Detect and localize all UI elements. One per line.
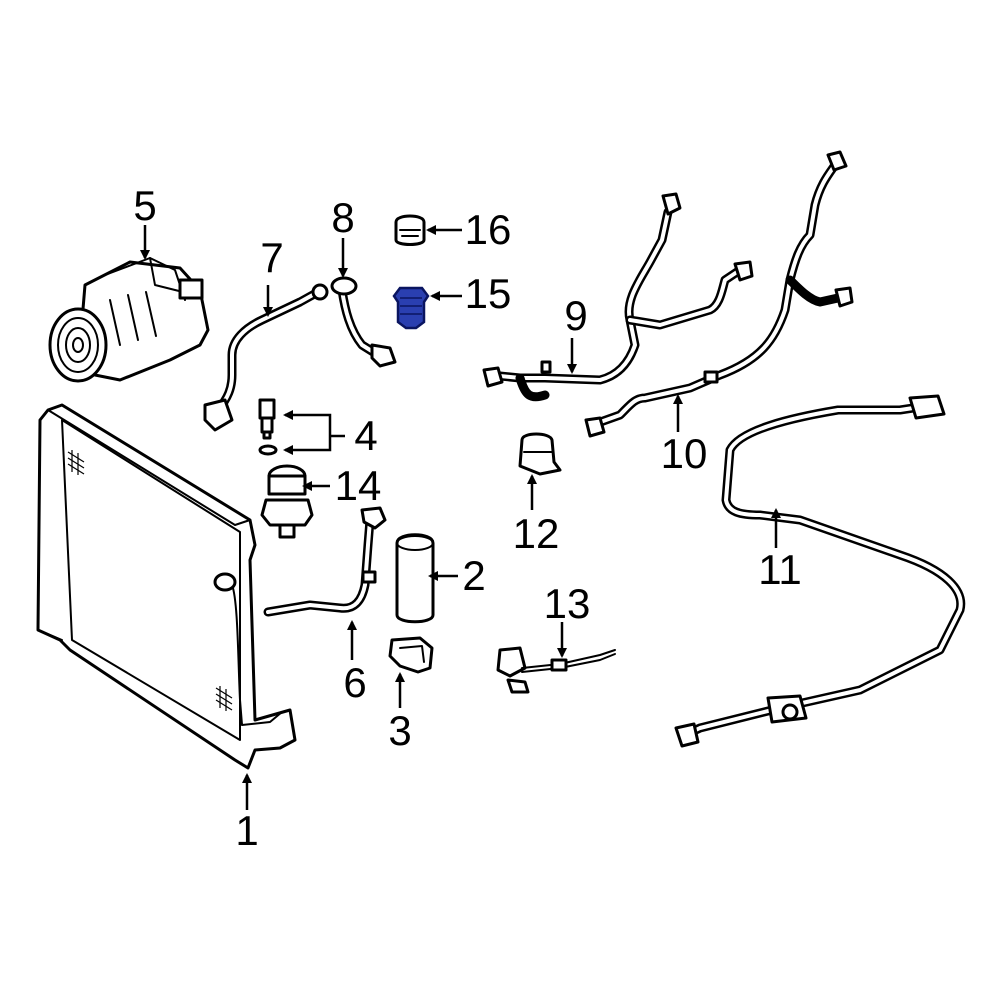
- part-bracket-3[interactable]: [388, 636, 434, 674]
- callout-8: 8: [331, 194, 354, 241]
- callout-11: 11: [758, 546, 802, 593]
- callout-13: 13: [544, 580, 591, 627]
- part-hose-11[interactable]: [674, 394, 966, 748]
- callout-3: 3: [388, 707, 411, 754]
- callout-16: 16: [465, 206, 512, 253]
- callout-10: 10: [661, 430, 708, 477]
- callout-15: 15: [465, 270, 512, 317]
- condenser-mesh-top: [67, 450, 85, 475]
- callout-6: 6: [343, 659, 366, 706]
- callout-7: 7: [260, 234, 283, 281]
- callout-1: 1: [235, 807, 258, 854]
- part-hose-6[interactable]: [263, 506, 387, 617]
- leader-4a: [283, 410, 332, 436]
- part-drier-2[interactable]: [395, 533, 435, 624]
- part-hose-10[interactable]: [584, 150, 854, 438]
- callout-14: 14: [335, 462, 382, 509]
- part-cap-16[interactable]: [394, 214, 426, 246]
- callout-5: 5: [133, 182, 156, 229]
- condenser-mesh-bottom: [215, 686, 233, 711]
- part-hose-8[interactable]: [330, 276, 397, 368]
- part-hose-7[interactable]: [203, 283, 329, 432]
- part-compressor[interactable]: [48, 257, 210, 383]
- part-pressure-switch-14[interactable]: [260, 464, 314, 539]
- leader-4b: [283, 436, 332, 455]
- callout-12: 12: [513, 510, 560, 557]
- part-hose-9[interactable]: [482, 192, 754, 402]
- part-valve-15-highlighted[interactable]: [392, 286, 430, 330]
- part-switch-4[interactable]: [258, 398, 278, 456]
- part-mount-12[interactable]: [518, 432, 562, 476]
- part-sensor-13[interactable]: [496, 646, 616, 694]
- part-condenser[interactable]: [36, 403, 297, 770]
- callout-4: 4: [354, 412, 377, 459]
- callout-9: 9: [564, 292, 587, 339]
- callout-2: 2: [462, 552, 485, 599]
